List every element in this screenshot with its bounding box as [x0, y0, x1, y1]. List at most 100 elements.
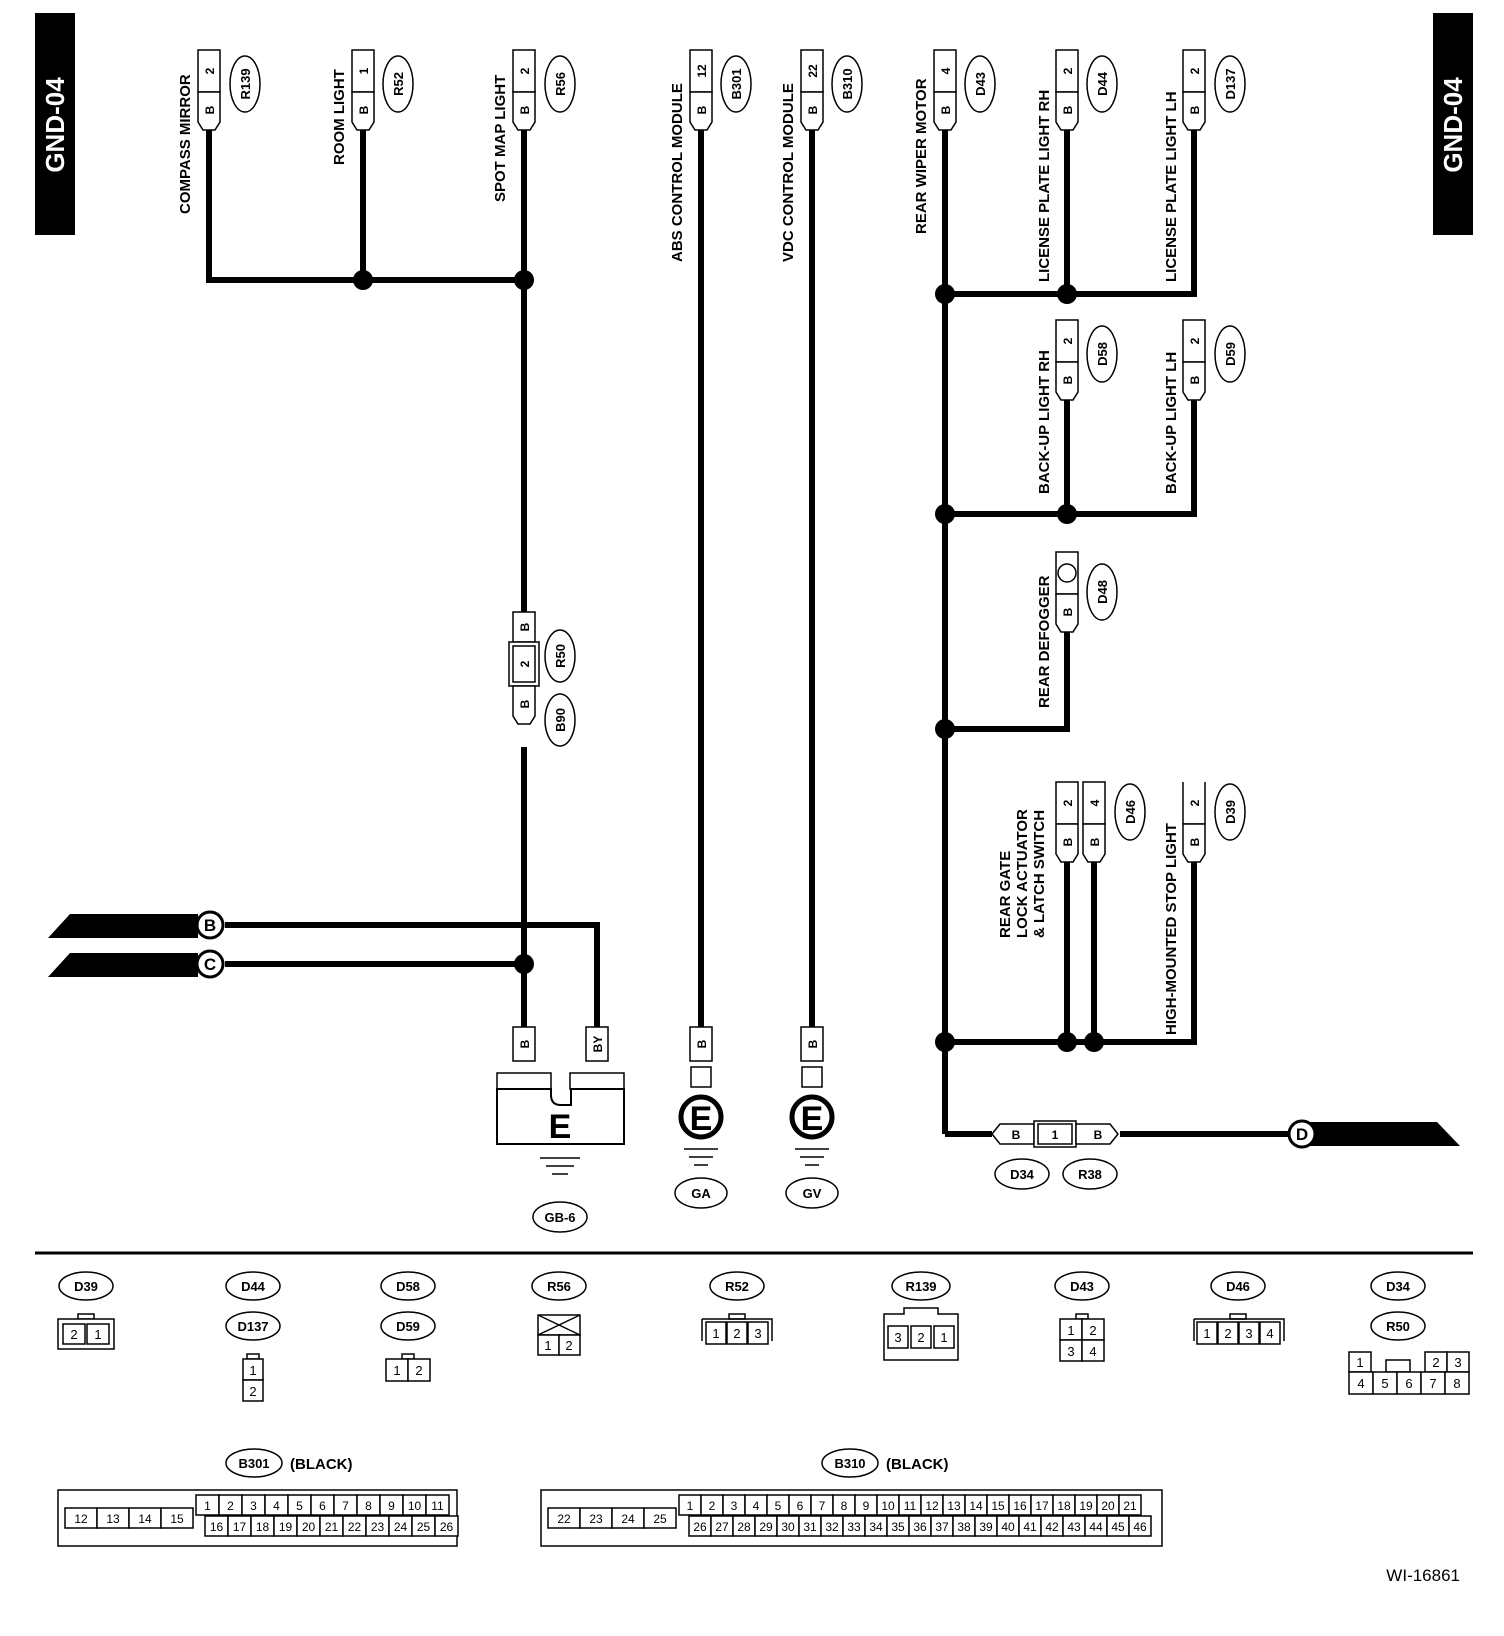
- svg-text:B: B: [1061, 837, 1075, 846]
- svg-text:1: 1: [1356, 1355, 1363, 1370]
- pin-number: 9: [388, 1499, 395, 1513]
- license-plate-rh-connector: 2 B D44 LICENSE PLATE LIGHT RH: [1036, 49, 1118, 282]
- pin-number: 29: [759, 1520, 773, 1534]
- svg-text:D59: D59: [1223, 342, 1238, 366]
- svg-text:R38: R38: [1078, 1167, 1102, 1182]
- svg-text:(BLACK): (BLACK): [290, 1456, 352, 1473]
- legend-d43: D43 1 2 3 4: [1054, 1271, 1110, 1362]
- svg-text:C: C: [204, 955, 216, 974]
- pin-number: 3: [731, 1499, 738, 1513]
- svg-text:2: 2: [917, 1330, 924, 1345]
- svg-text:2: 2: [249, 1384, 256, 1399]
- svg-text:2: 2: [1061, 67, 1075, 74]
- svg-text:GV: GV: [803, 1186, 822, 1201]
- legend-d34-r50: D34 R50 1 2 3 4 5 6 7 8: [1348, 1271, 1470, 1395]
- svg-text:1: 1: [1052, 1128, 1059, 1142]
- pin-number: 26: [440, 1520, 454, 1534]
- svg-text:4: 4: [1266, 1326, 1273, 1341]
- license-plate-lh-connector: 2 B D137 LICENSE PLATE LIGHT LH: [1163, 49, 1246, 282]
- rear-wiper-motor-label: REAR WIPER MOTOR: [913, 78, 930, 234]
- svg-text:2: 2: [565, 1338, 572, 1353]
- pin-number: 15: [170, 1512, 184, 1526]
- legend-d58-d59: D58 D59 1 2: [380, 1271, 436, 1382]
- svg-text:GB-6: GB-6: [544, 1210, 575, 1225]
- pin-number: 20: [1101, 1499, 1115, 1513]
- gnd03-reference: GND-03 C: [48, 949, 225, 979]
- svg-text:D58: D58: [396, 1279, 420, 1294]
- pin-cell: [434, 1515, 459, 1537]
- pin-number: 4: [273, 1499, 280, 1513]
- svg-text:D43: D43: [1070, 1279, 1094, 1294]
- pin-number: 10: [881, 1499, 895, 1513]
- svg-text:R139: R139: [905, 1279, 936, 1294]
- svg-text:D59: D59: [396, 1319, 420, 1334]
- svg-text:GA: GA: [691, 1186, 711, 1201]
- pin-number: 1: [687, 1499, 694, 1513]
- pin-number: 19: [279, 1520, 293, 1534]
- rear-defogger-connector: B D48 REAR DEFOGGER: [1036, 551, 1118, 708]
- svg-text:2: 2: [415, 1363, 422, 1378]
- pin-number: 7: [819, 1499, 826, 1513]
- pin-number: 1: [204, 1499, 211, 1513]
- legend-r52: R52 1 2 3: [701, 1271, 773, 1345]
- svg-text:2: 2: [1089, 1323, 1096, 1338]
- svg-text:2: 2: [1224, 1326, 1231, 1341]
- svg-text:4: 4: [1357, 1376, 1364, 1391]
- pin-cell: [1118, 1494, 1142, 1516]
- svg-text:B: B: [518, 105, 532, 114]
- rear-gate-label-1: REAR GATE: [997, 851, 1014, 938]
- svg-text:(BLACK): (BLACK): [886, 1456, 948, 1473]
- pin-number: 26: [693, 1520, 707, 1534]
- svg-text:B: B: [203, 105, 217, 114]
- page-tag-right: GND-04: [1433, 13, 1473, 235]
- svg-text:R52: R52: [391, 72, 406, 96]
- wires: [206, 128, 1290, 1137]
- rear-defogger-label: REAR DEFOGGER: [1036, 575, 1053, 708]
- svg-text:GND-03: GND-03: [110, 958, 169, 975]
- pin-number: 17: [1035, 1499, 1049, 1513]
- svg-text:B: B: [204, 916, 216, 935]
- compass-mirror-label: COMPASS MIRROR: [177, 74, 194, 214]
- pin-number: 13: [947, 1499, 961, 1513]
- pin-number: 21: [325, 1520, 339, 1534]
- backup-light-rh-connector: 2 B D58 BACK-UP LIGHT RH: [1036, 319, 1118, 494]
- pin-number: 35: [891, 1520, 905, 1534]
- compass-mirror-connector: 2 B R139 COMPASS MIRROR: [177, 49, 261, 214]
- stop-light-connector: 2 B D39 HIGH-MOUNTED STOP LIGHT: [1163, 782, 1246, 1035]
- svg-text:D46: D46: [1123, 800, 1138, 824]
- pin-number: 22: [348, 1520, 362, 1534]
- pin-number: 21: [1123, 1499, 1137, 1513]
- pin-number: 46: [1133, 1520, 1147, 1534]
- pin-number: 37: [935, 1520, 949, 1534]
- pin-number: 4: [753, 1499, 760, 1513]
- vdc-module-connector: 22 B B310 VDC CONTROL MODULE: [780, 49, 863, 262]
- svg-text:GND-04: GND-04: [1438, 77, 1468, 173]
- svg-text:D39: D39: [74, 1279, 98, 1294]
- svg-text:3: 3: [894, 1330, 901, 1345]
- pin-number: 15: [991, 1499, 1005, 1513]
- page-tag-left: GND-04: [35, 13, 75, 235]
- pin-number: 25: [653, 1512, 667, 1526]
- abs-module-label: ABS CONTROL MODULE: [669, 83, 686, 262]
- spot-map-light-connector: 2 B R56 SPOT MAP LIGHT: [492, 49, 576, 202]
- pin-number: 43: [1067, 1520, 1081, 1534]
- pin-number: 18: [256, 1520, 270, 1534]
- pin-number: 36: [913, 1520, 927, 1534]
- gnd02-reference: GND-02 B: [48, 910, 225, 940]
- svg-text:2: 2: [70, 1327, 77, 1342]
- pin-number: 7: [342, 1499, 349, 1513]
- pin-number: 12: [925, 1499, 939, 1513]
- svg-text:B: B: [1188, 105, 1202, 114]
- room-light-connector: 1 B R52 ROOM LIGHT: [331, 49, 414, 165]
- legend-r139: R139 3 2 1: [883, 1271, 959, 1361]
- svg-text:B: B: [1012, 1128, 1021, 1142]
- pin-number: 16: [1013, 1499, 1027, 1513]
- ground-gv: B E GV: [785, 1026, 839, 1209]
- pin-number: 2: [227, 1499, 234, 1513]
- pin-number: 40: [1001, 1520, 1015, 1534]
- pin-number: 2: [709, 1499, 716, 1513]
- svg-text:E: E: [801, 1100, 824, 1138]
- svg-text:R50: R50: [1386, 1319, 1410, 1334]
- svg-text:2: 2: [1188, 799, 1202, 806]
